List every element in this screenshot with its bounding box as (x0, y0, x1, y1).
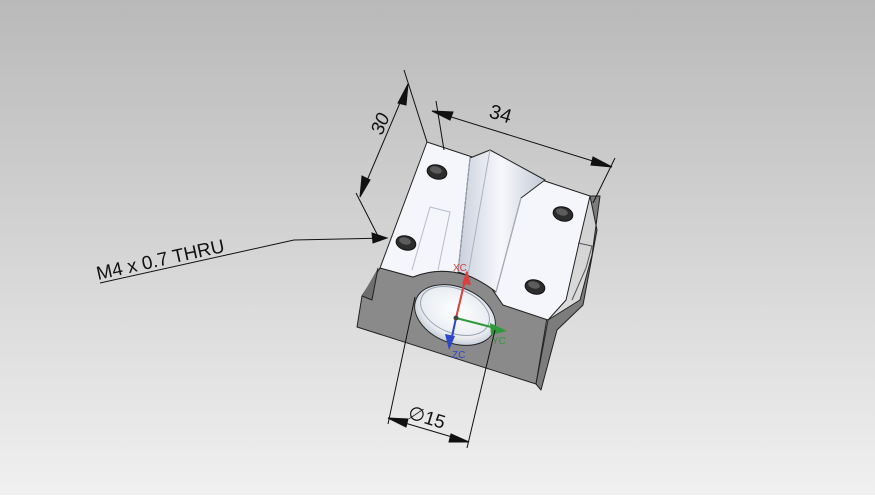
dim34-extension-left (435, 100, 445, 151)
callout-leader (293, 237, 386, 241)
triad-x-label: XC (453, 263, 467, 274)
dim30-extension-top (403, 69, 428, 143)
rail-edge-mid (467, 149, 491, 276)
dia15-arrow-right (448, 433, 470, 443)
dim34-arrow-left (431, 110, 454, 121)
block-center-rail (457, 149, 546, 293)
dim34-extension-right (592, 157, 616, 204)
dia15-arrow-left (387, 417, 409, 428)
rail-edge-right (495, 197, 522, 293)
dia15-extension-left (387, 296, 416, 425)
triad-origin (453, 315, 459, 321)
dim34-dimension-line (431, 110, 613, 168)
triad-z-arrow (445, 334, 455, 350)
rail-edge-left (457, 157, 471, 273)
triad-z-label: ZC (452, 350, 465, 361)
top-groove-line (411, 206, 451, 271)
dia15-extension-right (466, 329, 496, 449)
dim34-arrow-right (590, 156, 613, 168)
dim30-arrow-bottom (359, 175, 371, 198)
left-side-notch (361, 267, 379, 301)
bearing-block-part[interactable] (356, 141, 601, 391)
callout-arrow (371, 232, 389, 244)
dim30-arrow-top (397, 83, 409, 106)
dim30-extension-bottom (355, 192, 379, 237)
block-right-face (535, 195, 601, 391)
callout-underline (99, 239, 295, 284)
right-side-slot (571, 242, 593, 301)
triad-x-arrow (462, 270, 471, 285)
triad-y-label: YC (492, 336, 506, 347)
